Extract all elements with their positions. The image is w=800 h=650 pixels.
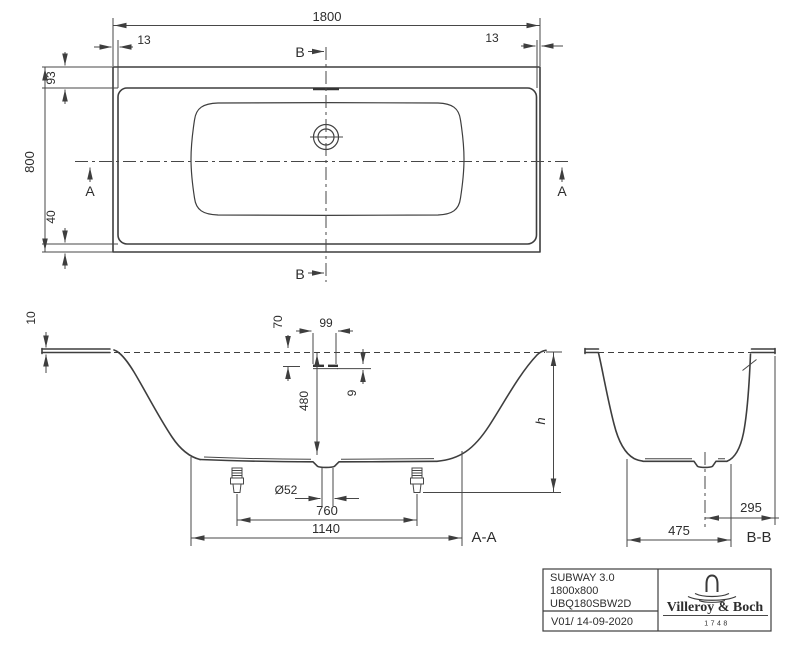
dim-drain-offset-label: 295 bbox=[740, 500, 762, 515]
section-lines bbox=[75, 47, 568, 282]
dim-rim-top-label: 93 bbox=[44, 71, 58, 85]
tub-profile bbox=[597, 352, 757, 469]
section-b-marker-top: B bbox=[295, 44, 304, 60]
dimension-lines bbox=[627, 515, 779, 543]
adjustable-foot-icon bbox=[230, 467, 244, 493]
dim-edge-left-label: 13 bbox=[137, 33, 151, 47]
section-aa-label: A-A bbox=[471, 529, 496, 546]
title-revision-date: V01/ 14-09-2020 bbox=[551, 616, 633, 628]
section-bb-label: B-B bbox=[746, 529, 771, 546]
top-view: 1800 13 13 800 93 40 A A B B bbox=[22, 9, 568, 282]
dim-width-label: 800 bbox=[22, 151, 37, 173]
section-aa-view: 10 70 99 480 9 Ø52 760 1140 A-A h bbox=[24, 311, 562, 546]
section-a-marker-left: A bbox=[85, 183, 95, 199]
dimension-lines bbox=[43, 328, 557, 541]
section-a-marker-right: A bbox=[557, 183, 567, 199]
title-model: SUBWAY 3.0 bbox=[550, 572, 615, 584]
title-article-number: UBQ180SBW2D bbox=[550, 598, 631, 610]
adjustable-foot-icon bbox=[410, 467, 424, 493]
rim-edge bbox=[584, 347, 776, 355]
rim-edge bbox=[41, 347, 545, 355]
dim-base-length-label: 1140 bbox=[312, 521, 340, 536]
dim-overflow-drop-label: 70 bbox=[271, 315, 285, 329]
dim-depth-label: 480 bbox=[297, 391, 311, 411]
dim-feet-spacing-label: 760 bbox=[316, 503, 338, 518]
brand-established-year: 1748 bbox=[704, 621, 730, 628]
section-b-marker-bottom: B bbox=[295, 266, 304, 282]
dim-edge-right-label: 13 bbox=[485, 31, 499, 45]
tub-profile bbox=[113, 349, 547, 469]
dim-length-label: 1800 bbox=[313, 9, 342, 24]
dim-drain-diameter-label: Ø52 bbox=[275, 483, 298, 497]
dim-height-label: h bbox=[533, 417, 548, 424]
extension-lines bbox=[626, 356, 776, 547]
dim-overflow-slot-label: 9 bbox=[345, 389, 359, 396]
extension-lines bbox=[190, 333, 562, 546]
dim-overflow-width-label: 99 bbox=[319, 316, 333, 330]
dim-rim-bottom-label: 40 bbox=[44, 210, 58, 224]
title-size: 1800x800 bbox=[550, 585, 598, 597]
dim-rim-thickness-label: 10 bbox=[24, 311, 38, 325]
brand-name: Villeroy & Boch bbox=[667, 600, 764, 615]
extension-lines bbox=[42, 18, 541, 253]
section-bb-view: 295 475 B-B bbox=[584, 347, 779, 547]
villeroy-boch-logo-icon bbox=[687, 574, 737, 603]
dimension-lines bbox=[42, 22, 565, 276]
title-block: SUBWAY 3.0 1800x800 UBQ180SBW2D V01/ 14-… bbox=[542, 568, 772, 632]
dim-floor-width-label: 475 bbox=[668, 523, 690, 538]
